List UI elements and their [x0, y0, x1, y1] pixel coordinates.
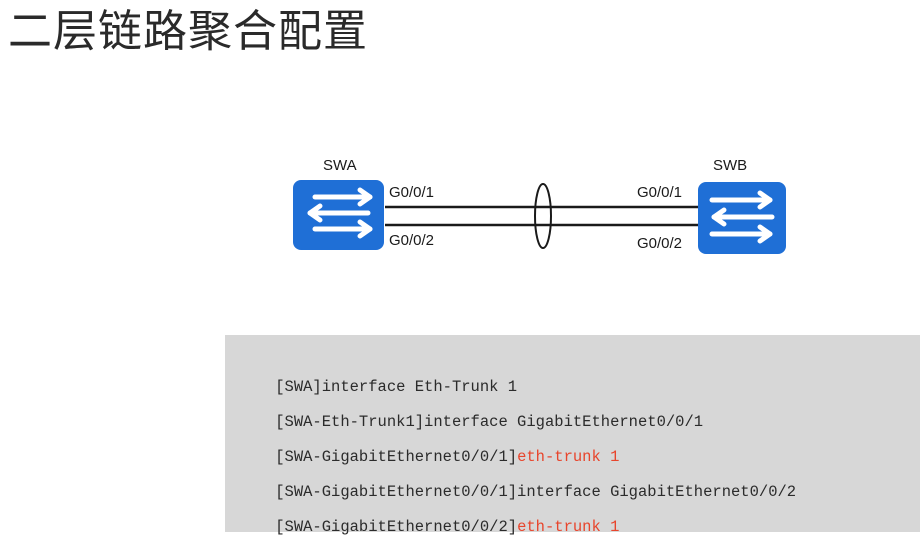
code-line-1-command: [SWA]interface Eth-Trunk 1: [275, 378, 518, 396]
swb-port-g001-label: G0/0/1: [637, 184, 682, 201]
topology-diagram: SWA SWB G0/0/1 G0/0/2 G0/0/1 G0/0/2: [293, 157, 786, 254]
code-line-3: [SWA-GigabitEthernet0/0/1]eth-trunk 1: [238, 427, 619, 487]
code-line-1: [SWA]interface Eth-Trunk 1: [238, 357, 517, 417]
swb-port-g002-label: G0/0/2: [637, 235, 682, 252]
cli-config-box: [SWA]interface Eth-Trunk 1 [SWA-Eth-Trun…: [225, 335, 920, 536]
swa-label: SWA: [323, 157, 357, 174]
code-line-5-command: [SWA-GigabitEthernet0/0/2]: [275, 518, 518, 536]
swb-switch-icon: [698, 182, 786, 254]
code-line-2: [SWA-Eth-Trunk1]interface GigabitEtherne…: [238, 392, 703, 452]
swa-port-g002-label: G0/0/2: [389, 232, 434, 249]
link-aggregation-ellipse-icon: [534, 183, 552, 249]
code-line-2-command: [SWA-Eth-Trunk1]interface GigabitEtherne…: [275, 413, 704, 431]
code-line-3-highlight: eth-trunk 1: [517, 448, 620, 466]
swa-switch-icon: [293, 180, 384, 250]
code-line-5: [SWA-GigabitEthernet0/0/2]eth-trunk 1: [238, 497, 619, 557]
swb-label: SWB: [713, 157, 747, 174]
code-line-3-command: [SWA-GigabitEthernet0/0/1]: [275, 448, 518, 466]
page-title: 二层链路聚合配置: [8, 6, 368, 57]
code-line-5-highlight: eth-trunk 1: [517, 518, 620, 536]
code-line-4: [SWA-GigabitEthernet0/0/1]interface Giga…: [238, 462, 796, 522]
swa-port-g001-label: G0/0/1: [389, 184, 434, 201]
code-line-4-command: [SWA-GigabitEthernet0/0/1]interface Giga…: [275, 483, 797, 501]
